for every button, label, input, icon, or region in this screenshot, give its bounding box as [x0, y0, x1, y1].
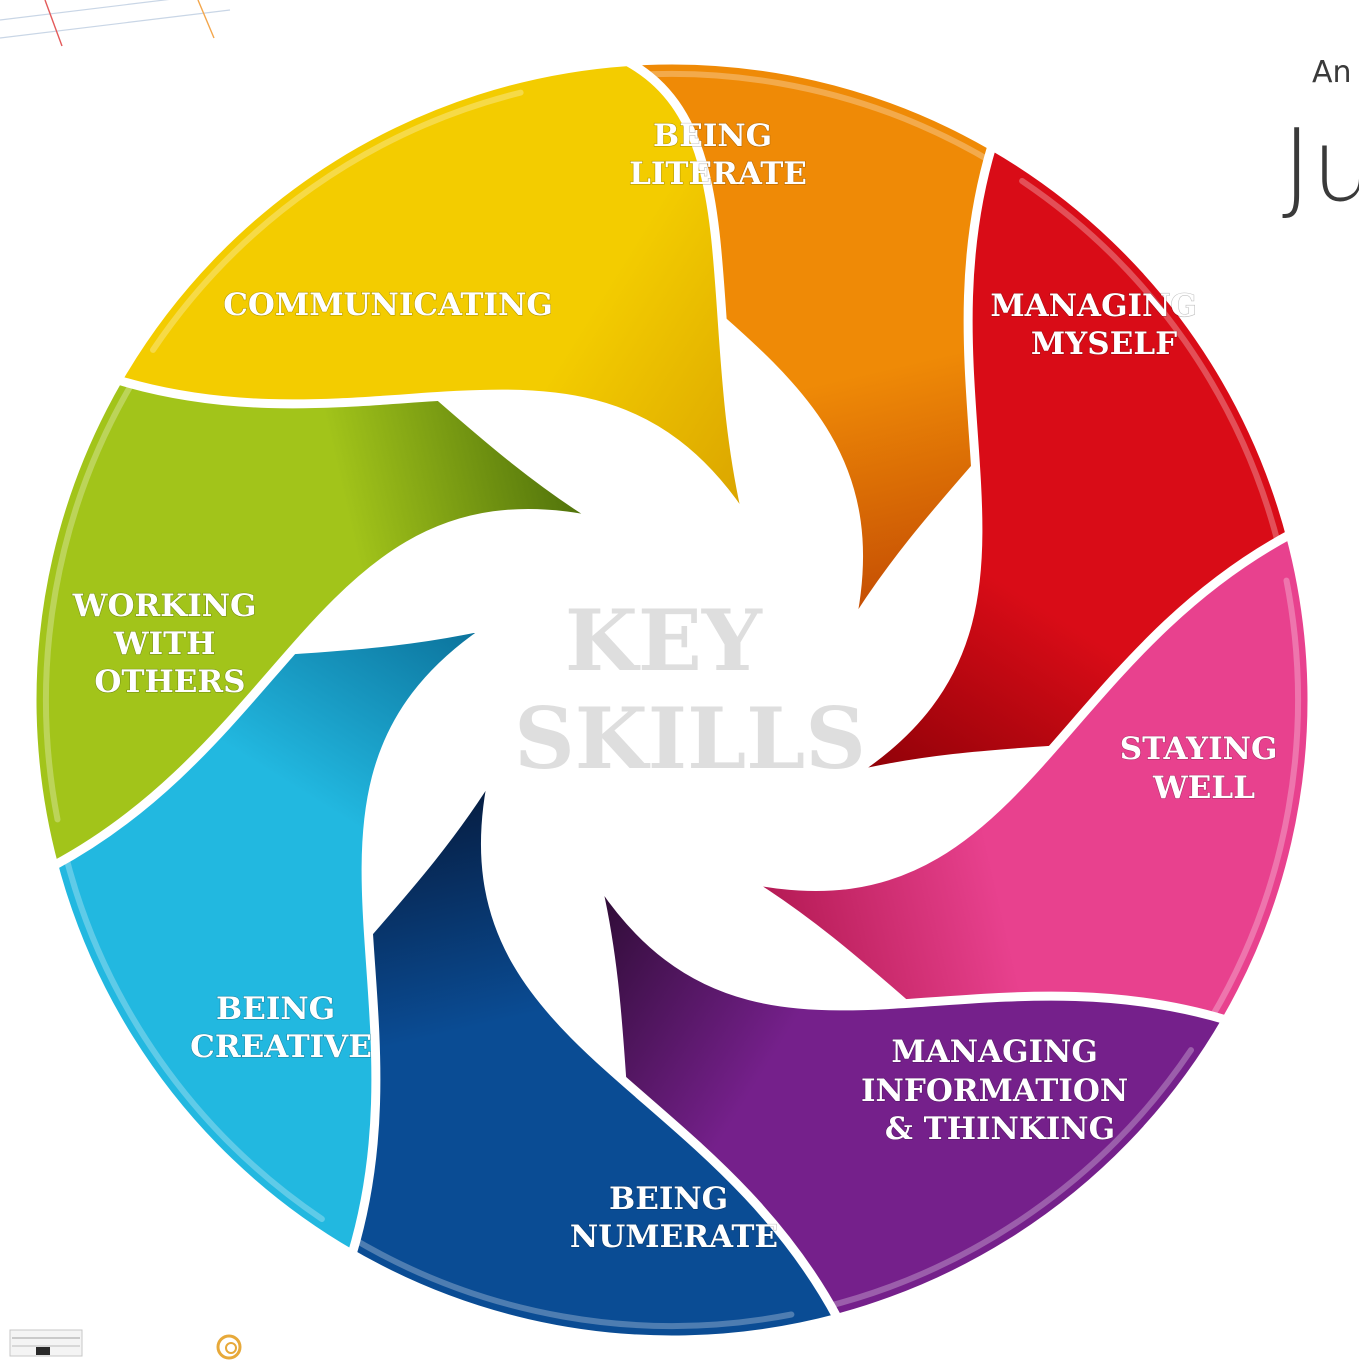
label-managing-information-thinking: MANAGING INFORMATION & THINKING [861, 1034, 1139, 1147]
label-managing-myself-line-1: MANAGING [990, 288, 1197, 324]
label-managing-information-line-3: & THINKING [885, 1111, 1115, 1147]
label-managing-information-line-2: INFORMATION [861, 1073, 1128, 1109]
label-working-with-others: WORKING WITH OTHERS [72, 588, 268, 700]
calendar-logo [9, 1329, 83, 1357]
label-working-with-others-line-1: WORKING [72, 588, 257, 624]
corner-small-text: An [1312, 55, 1352, 90]
label-being-creative-line-2: CREATIVE [190, 1029, 372, 1065]
label-communicating-line-1: COMMUNICATING [223, 287, 553, 323]
label-working-with-others-line-2: WITH [113, 626, 216, 662]
label-communicating: COMMUNICATING [223, 287, 553, 323]
label-being-numerate-line-1: BEING [609, 1181, 728, 1217]
segment-gloss-working-with-others [43, 374, 139, 823]
center-label-line-2: SKILLS [514, 689, 866, 788]
label-being-literate-line-1: BEING [653, 118, 772, 154]
segment-gloss-being-numerate [346, 1233, 795, 1329]
label-being-creative-line-1: BEING [216, 991, 335, 1027]
segment-communicating [113, 57, 754, 531]
swirl-logo [216, 1334, 242, 1360]
segments-group [27, 55, 1317, 1345]
segment-labels: BEING LITERATE MANAGING MYSELF STAYING W… [71, 117, 1289, 1255]
label-being-literate: BEING LITERATE [629, 118, 807, 192]
label-working-with-others-line-3: OTHERS [94, 664, 245, 700]
segment-gloss-managing-myself [1019, 178, 1283, 552]
segment-gloss-being-creative [61, 848, 325, 1222]
label-being-numerate: BEING NUMERATE [570, 1181, 778, 1255]
label-managing-myself-line-2: MYSELF [1031, 326, 1177, 362]
segment-gloss-managing-information-thinking [820, 1047, 1194, 1311]
label-being-literate-line-2: LITERATE [629, 156, 807, 192]
center-label: KEY SKILLS [514, 591, 866, 788]
corner-large-text: Ju [1282, 107, 1359, 224]
decorative-lines [0, 0, 231, 47]
segment-gloss-staying-well [1205, 577, 1301, 1026]
label-being-creative: BEING CREATIVE [190, 991, 372, 1065]
label-staying-well-line-2: WELL [1152, 770, 1255, 806]
segment-gloss-communicating [150, 89, 524, 353]
label-managing-information-line-1: MANAGING [891, 1034, 1098, 1070]
center-label-line-1: KEY [565, 591, 763, 690]
label-staying-well-line-1: STAYING [1120, 731, 1278, 767]
label-managing-myself: MANAGING MYSELF [990, 288, 1207, 362]
label-being-numerate-line-2: NUMERATE [570, 1219, 778, 1255]
label-staying-well: STAYING WELL [1120, 731, 1289, 806]
